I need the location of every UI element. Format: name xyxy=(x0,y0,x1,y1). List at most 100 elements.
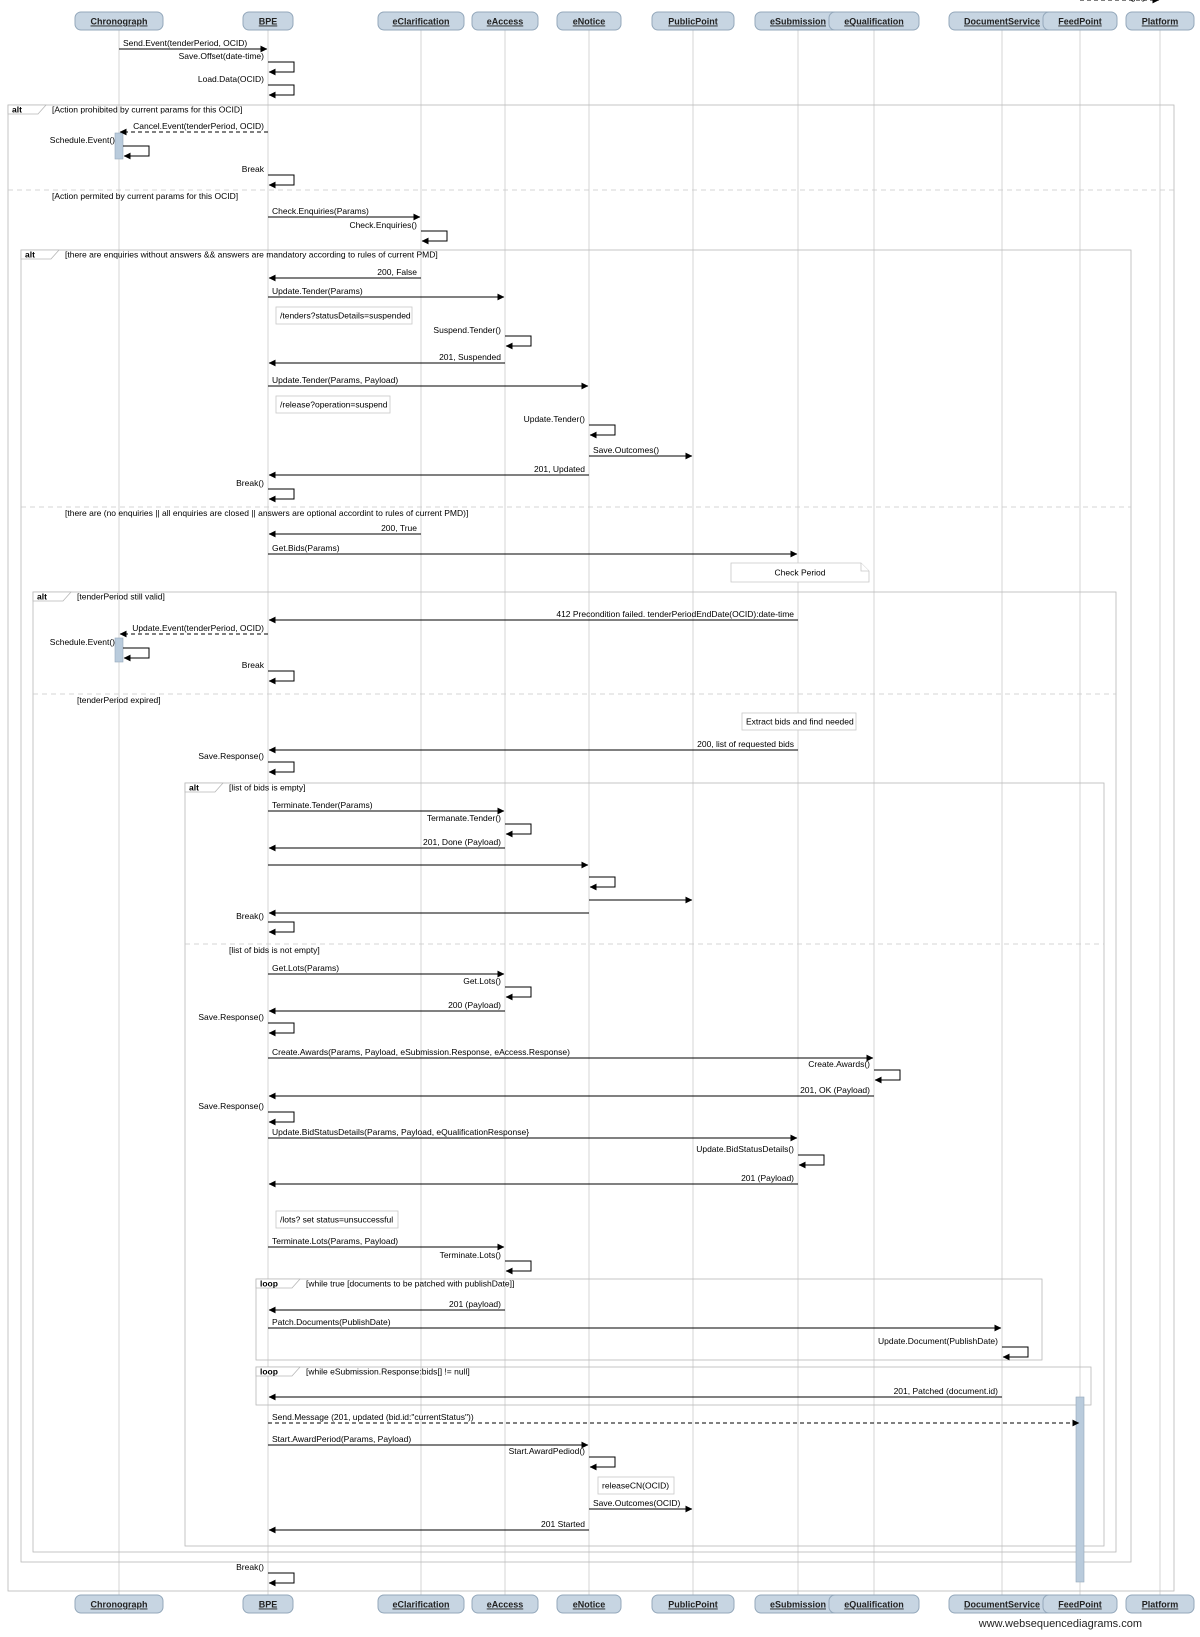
message-cancel-event-tenderperiod-ocid: Cancel.Event(tenderPeriod, OCID) xyxy=(119,121,268,136)
activation-bar-chronograph xyxy=(114,132,124,160)
actor-label: eClarification xyxy=(392,17,449,27)
actor-eclarification-bottom: eClarification xyxy=(377,1594,465,1614)
frame-condition: [list of bids is not empty] xyxy=(229,945,320,955)
actor-eaccess-top: eAccess xyxy=(471,11,539,31)
message-412-precondition-failed-tenderperiodendd: 412 Precondition failed. tenderPeriodEnd… xyxy=(268,609,798,624)
message-save-response: Save.Response() xyxy=(198,1012,295,1037)
activation-bar-chronograph xyxy=(114,637,124,663)
message-label: Update.Tender() xyxy=(524,414,586,424)
message-suspend-tender: Suspend.Tender() xyxy=(433,325,532,350)
frame-condition: [while eSubmission.Response:bids[] != nu… xyxy=(306,1367,470,1377)
message-label: Patch.Documents(PublishDate) xyxy=(272,1317,391,1327)
actor-label: FeedPoint xyxy=(1058,1600,1102,1610)
message-label: Start.AwardPeriod(Params, Payload) xyxy=(272,1434,411,1444)
actor-label: eNotice xyxy=(573,1600,606,1610)
message-label: Update.Tender(Params, Payload) xyxy=(272,375,398,385)
frame-condition: [there are (no enquiries || all enquirie… xyxy=(65,508,468,518)
message-patch-documents-publishdate: Patch.Documents(PublishDate) xyxy=(268,1317,1002,1332)
message-label: 412 Precondition failed. tenderPeriodEnd… xyxy=(556,609,794,619)
message-label: Update.BidStatusDetails() xyxy=(696,1144,794,1154)
message-load-data-ocid: Load.Data(OCID) xyxy=(198,74,295,99)
message-label: Break() xyxy=(236,478,264,488)
message-check-enquiries: Check.Enquiries() xyxy=(349,220,448,245)
note-4: Extract bids and find needed xyxy=(741,712,857,731)
actor-label: eAccess xyxy=(487,17,524,27)
actor-platform-top: Platform xyxy=(1125,11,1195,31)
note-text: Extract bids and find needed xyxy=(746,717,854,727)
message-update-tender-params-payload: Update.Tender(Params, Payload) xyxy=(268,375,589,390)
message-label: Update.Event(tenderPeriod, OCID) xyxy=(132,623,264,633)
frame-condition: [tenderPeriod still valid] xyxy=(77,592,165,602)
frame-condition: [Action permited by current params for t… xyxy=(52,191,238,201)
message-termanate-tender: Termanate.Tender() xyxy=(427,813,532,838)
message-201-suspended: 201, Suspended xyxy=(268,352,505,367)
message-label: Feed.Message() xyxy=(1084,0,1146,2)
message-update-tender: Update.Tender() xyxy=(524,414,616,439)
message-label: Save.Response() xyxy=(198,1101,264,1111)
actor-label: eSubmission xyxy=(770,17,826,27)
actor-label: Platform xyxy=(1142,1600,1179,1610)
note-text: Check Period xyxy=(774,568,825,578)
message-label: Break xyxy=(242,660,265,670)
note-6: releaseCN(OCID) xyxy=(597,1476,675,1495)
message-label: Break() xyxy=(236,911,264,921)
message-201-done-payload: 201, Done (Payload) xyxy=(268,837,505,852)
message-label: Load.Data(OCID) xyxy=(198,74,264,84)
actor-label: DocumentService xyxy=(964,1600,1040,1610)
frame-condition: [list of bids is empty] xyxy=(229,783,306,793)
actor-esubmission-bottom: eSubmission xyxy=(754,1594,842,1614)
message-label: Terminate.Lots(Params, Payload) xyxy=(272,1236,398,1246)
message-201-started: 201 Started xyxy=(268,1519,589,1534)
frame-tag: alt xyxy=(189,783,199,793)
message-save-offset-date-time: Save.Offset(date-time) xyxy=(179,51,295,76)
note-text: /lots? set status=unsuccessful xyxy=(280,1215,393,1225)
message-label: 201, Suspended xyxy=(439,352,501,362)
message-get-bids-params: Get.Bids(Params) xyxy=(268,543,798,558)
message-break: Break xyxy=(242,164,295,189)
frame-tag: alt xyxy=(12,105,22,115)
message-schedule-event: Schedule.Event() xyxy=(50,637,150,662)
actor-label: Platform xyxy=(1142,17,1179,27)
message-terminate-lots-params-payload: Terminate.Lots(Params, Payload) xyxy=(268,1236,505,1251)
message-201-updated: 201, Updated xyxy=(268,464,589,479)
actor-enotice-bottom: eNotice xyxy=(556,1594,622,1614)
message-label: Check.Enquiries(Params) xyxy=(272,206,369,216)
message-label: Create.Awards(Params, Payload, eSubmissi… xyxy=(272,1047,570,1057)
message-label: Get.Lots(Params) xyxy=(272,963,339,973)
message-terminate-lots: Terminate.Lots() xyxy=(440,1250,532,1275)
actor-bpe-bottom: BPE xyxy=(242,1594,294,1614)
message-label: Save.Response() xyxy=(198,751,264,761)
frame-alt-4: alt [list of bids is empty] [list of bids … xyxy=(184,783,1105,1547)
actor-label: BPE xyxy=(259,17,278,27)
message-save-response: Save.Response() xyxy=(198,751,295,776)
message-label: Check.Enquiries() xyxy=(349,220,417,230)
message-update-bidstatusdetails-params-payload-e: Update.BidStatusDetails(Params, Payload,… xyxy=(268,1127,798,1142)
message-send-message-201-updated-bid-id-currents: Send.Message (201, updated (bid.id:"curr… xyxy=(268,1412,1080,1427)
message-start-awardperiod-params-payload: Start.AwardPeriod(Params, Payload) xyxy=(268,1434,589,1449)
frame-loop-5: loop[while true [documents to be patched… xyxy=(255,1279,1043,1361)
message-201-payload: 201 (Payload) xyxy=(268,1173,798,1188)
frame-condition: [tenderPeriod expired] xyxy=(77,695,161,705)
actor-chronograph-top: Chronograph xyxy=(74,11,164,31)
message-label: Break xyxy=(242,164,265,174)
message-label: Schedule.Event() xyxy=(50,637,115,647)
message-label: 201, Patched (document.id) xyxy=(894,1386,999,1396)
frame-condition: [there are enquiries without answers && … xyxy=(65,250,438,260)
actor-label: eQualification xyxy=(844,1600,904,1610)
message-201-patched-document-id: 201, Patched (document.id) xyxy=(268,1386,1002,1401)
message-label: 201, OK (Payload) xyxy=(800,1085,870,1095)
message-label: Send.Event(tenderPeriod, OCID) xyxy=(123,38,247,48)
watermark: www.websequencediagrams.com xyxy=(978,1618,1142,1630)
message-create-awards-params-payload-esubmission: Create.Awards(Params, Payload, eSubmissi… xyxy=(268,1047,874,1062)
message-update-document-publishdate: Update.Document(PublishDate) xyxy=(878,1336,1029,1361)
message-start-awardpediod: Start.AwardPediod() xyxy=(509,1446,616,1471)
message-label: Get.Lots() xyxy=(463,976,501,986)
message-label: 201 Started xyxy=(541,1519,585,1529)
message-201-payload: 201 (payload) xyxy=(268,1299,505,1314)
actor-publicpoint-bottom: PublicPoint xyxy=(651,1594,735,1614)
message-label: Save.Outcomes() xyxy=(593,445,659,455)
message-label: Terminate.Tender(Params) xyxy=(272,800,373,810)
message-label: 201 (Payload) xyxy=(741,1173,794,1183)
actor-eclarification-top: eClarification xyxy=(377,11,465,31)
message-label: 200, False xyxy=(377,267,417,277)
